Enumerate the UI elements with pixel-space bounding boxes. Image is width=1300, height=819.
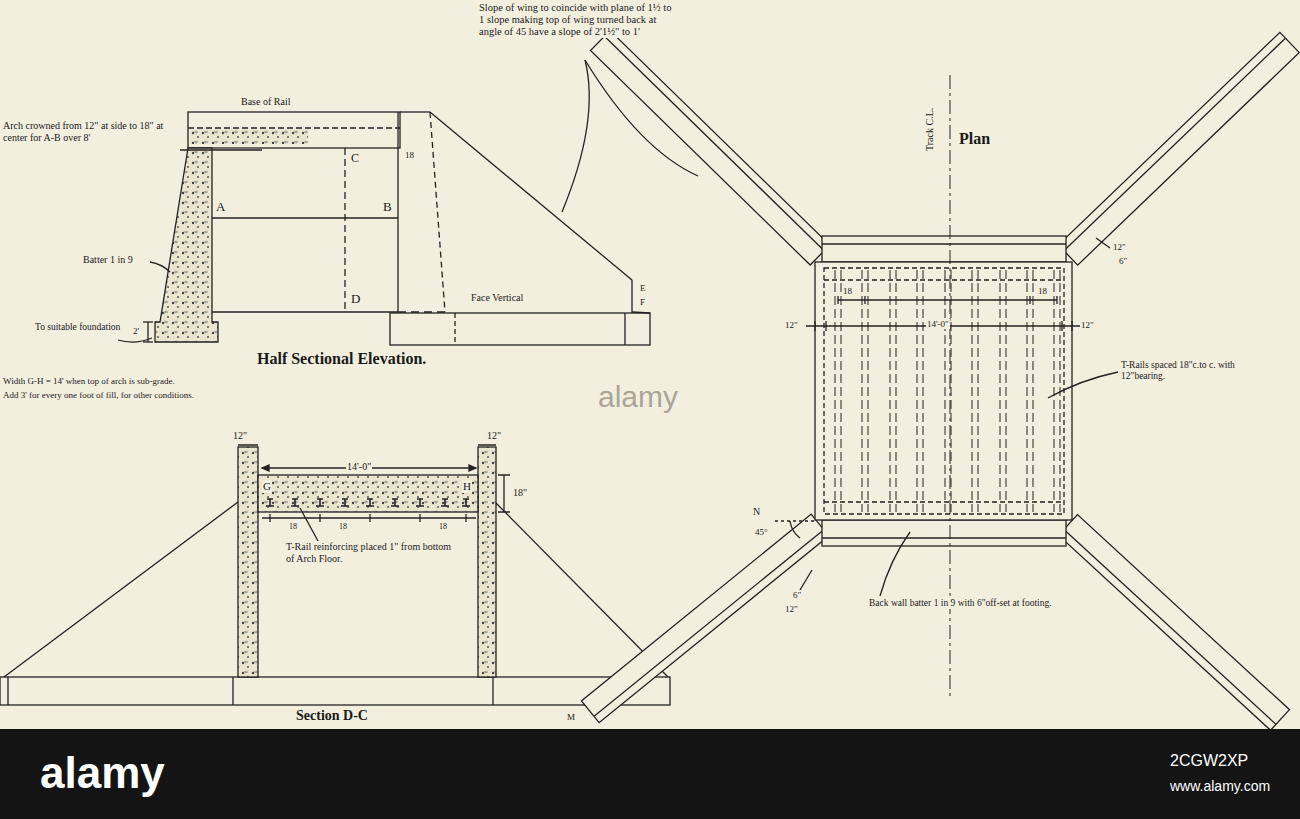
watermark-logo: alamy: [40, 748, 165, 799]
t-rail-note: T-Rails spaced 18"c.to c. with 12"bearin…: [1120, 360, 1252, 382]
view-title: Section D-C: [295, 708, 369, 724]
dimension-label: 18: [338, 522, 348, 531]
dimension-label: 18: [288, 522, 298, 531]
t-rail-note: T-Rail reinforcing placed 1" from bottom…: [285, 541, 457, 564]
dimension-label: 18: [1037, 286, 1048, 296]
dimension-label: 14'-0": [346, 461, 372, 473]
width-note: Add 3' for every one foot of fill, for o…: [2, 390, 195, 400]
dimension-label: 18: [842, 286, 853, 296]
angle-label: 45°: [754, 527, 769, 537]
dimension-label: 12": [1080, 320, 1095, 330]
plan-view: [581, 31, 1299, 731]
centre-line-label: Track C.L.: [924, 107, 936, 152]
image-id: 2CGW2XP: [1170, 752, 1248, 770]
dimension-label: 14'-0": [926, 319, 950, 329]
point-label: H: [462, 480, 472, 493]
half-sectional-elevation: [118, 60, 698, 345]
width-note: Width G-H = 14' when top of arch is sub-…: [2, 376, 176, 386]
point-label: E: [639, 283, 647, 293]
view-title: Half Sectional Elevation.: [256, 350, 427, 368]
wing-slope-note: Slope of wing to coincide with plane of …: [478, 2, 680, 38]
point-label: F: [639, 297, 646, 307]
dimension-label: 6": [792, 590, 802, 600]
point-label: A: [215, 200, 226, 215]
dimension-label: 2': [132, 326, 140, 336]
face-note: Face Vertical: [470, 292, 524, 304]
point-label: N: [752, 506, 761, 518]
dimension-label: 6": [1118, 256, 1128, 266]
dimension-label: 18: [404, 150, 415, 160]
watermark-bar: [0, 729, 1300, 819]
section-d-c: [0, 445, 670, 705]
watermark: alamy: [598, 380, 678, 415]
dimension-label: 18": [512, 487, 528, 499]
foundation-note: To suitable foundation: [34, 322, 122, 333]
watermark-url: www.alamy.com: [1170, 778, 1270, 794]
dimension-label: 12": [486, 430, 502, 442]
arch-crown-note: Arch crowned from 12" at side to 18" at …: [2, 120, 179, 143]
point-label: C: [350, 152, 360, 166]
back-wall-note: Back wall batter 1 in 9 with 6"off-set a…: [868, 598, 1070, 609]
point-label: M: [566, 712, 576, 722]
point-label: D: [350, 292, 361, 307]
point-label: B: [382, 200, 393, 215]
point-label: G: [262, 480, 272, 493]
dimension-label: 18: [438, 522, 448, 531]
dimension-label: 12": [232, 430, 248, 442]
batter-note: Batter 1 in 9: [82, 254, 134, 266]
dimension-label: 12": [1112, 242, 1127, 252]
base-of-rail-label: Base of Rail: [240, 96, 291, 108]
view-title: Plan: [958, 130, 991, 148]
dimension-label: 12": [784, 604, 799, 614]
dimension-label: 12": [784, 320, 799, 330]
